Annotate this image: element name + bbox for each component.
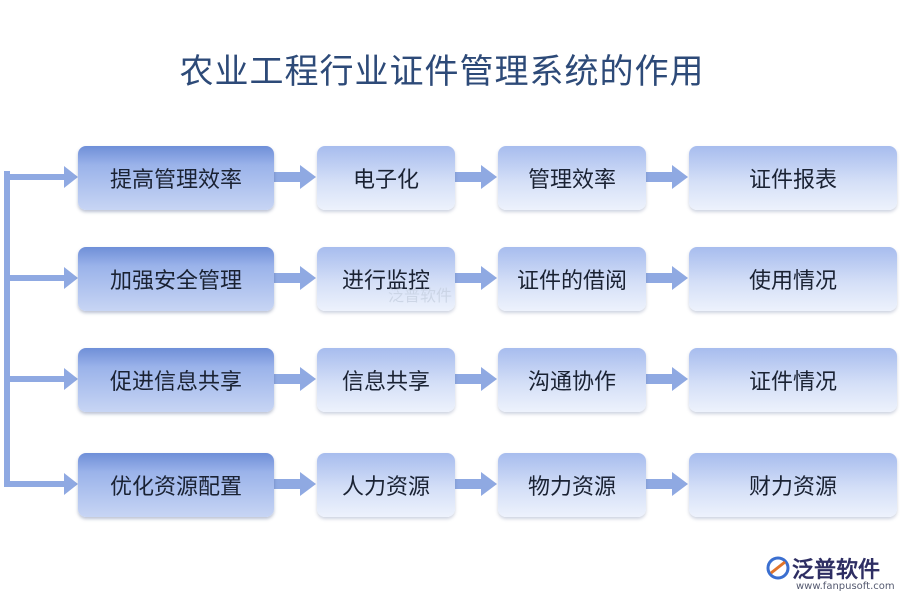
arrow-row-3-c (646, 367, 688, 391)
watermark: 泛普软件 (388, 286, 453, 305)
item-box: 管理效率 (498, 146, 646, 210)
head-box-resources: 优化资源配置 (78, 453, 274, 517)
arrow-row-1-c (646, 165, 688, 189)
branch-arrow-row-2 (4, 267, 78, 289)
item-box: 证件情况 (689, 348, 897, 412)
arrow-row-2-b (455, 266, 497, 290)
arrow-row-1-b (455, 165, 497, 189)
item-box: 证件的借阅 (498, 247, 646, 311)
brand-logo: 泛普软件 www.fanpusoft.com (766, 550, 896, 594)
arrow-row-4-a (274, 472, 316, 496)
item-box: 沟通协作 (498, 348, 646, 412)
head-box-security: 加强安全管理 (78, 247, 274, 311)
arrow-row-3-b (455, 367, 497, 391)
head-box-sharing: 促进信息共享 (78, 348, 274, 412)
logo-mark-icon (766, 556, 790, 580)
arrow-row-3-a (274, 367, 316, 391)
trunk-line (4, 171, 10, 487)
item-box: 财力资源 (689, 453, 897, 517)
item-box: 人力资源 (317, 453, 455, 517)
item-box: 电子化 (317, 146, 455, 210)
branch-arrow-row-4 (4, 473, 78, 495)
item-box: 信息共享 (317, 348, 455, 412)
item-box: 物力资源 (498, 453, 646, 517)
branch-arrow-row-3 (4, 368, 78, 390)
logo-url: www.fanpusoft.com (796, 581, 895, 592)
item-box: 进行监控 (317, 247, 455, 311)
item-box: 使用情况 (689, 247, 897, 311)
branch-arrow-row-1 (4, 166, 78, 188)
item-box: 证件报表 (689, 146, 897, 210)
logo-name: 泛普软件 (792, 558, 881, 583)
arrow-row-2-c (646, 266, 688, 290)
arrow-row-1-a (274, 165, 316, 189)
diagram-title: 农业工程行业证件管理系统的作用 (179, 52, 705, 92)
arrow-row-4-b (455, 472, 497, 496)
head-box-efficiency: 提高管理效率 (78, 146, 274, 210)
arrow-row-2-a (274, 266, 316, 290)
arrow-row-4-c (646, 472, 688, 496)
